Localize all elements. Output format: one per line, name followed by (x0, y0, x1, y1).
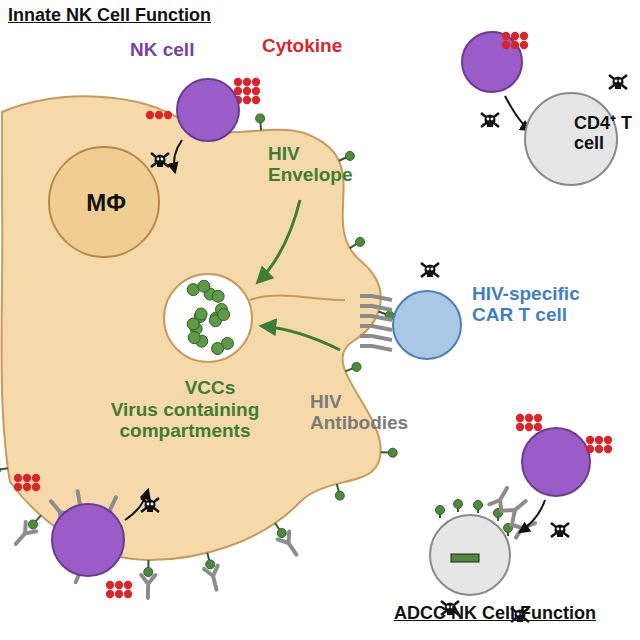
car-t-cell: HIV-specific CAR T cell (392, 290, 462, 360)
killing-arrow (174, 140, 182, 172)
cytokine-dot (155, 111, 163, 119)
car-receptor (360, 316, 392, 320)
cytokine-dot (234, 78, 242, 86)
cytokine-dot (520, 41, 528, 49)
skull-icon (481, 113, 499, 127)
cytokine-dot (516, 414, 524, 422)
uptake-arrow (258, 200, 300, 282)
cytokine-dot (243, 96, 251, 104)
cytokine-dot (23, 474, 31, 482)
cytokine-dot (502, 41, 510, 49)
skull-icon (421, 263, 439, 277)
cytokine-dot (252, 96, 260, 104)
cytokine-dot (164, 111, 172, 119)
vcc-label: VCCs (150, 378, 270, 399)
cytokine-dot (32, 483, 40, 491)
cytokine-dot (124, 581, 132, 589)
killing-arrow (520, 500, 545, 532)
car-receptor (360, 306, 392, 310)
provirus (451, 554, 479, 562)
cytokine-dot (115, 590, 123, 598)
cytokine-dot (604, 436, 612, 444)
cytokine-dot (106, 581, 114, 589)
car-receptor (360, 326, 392, 330)
cytokine-dot (115, 581, 123, 589)
nk-cell (522, 428, 590, 496)
cytokine-dot (243, 87, 251, 95)
cytokine-dot (124, 590, 132, 598)
cytokine-dot (595, 436, 603, 444)
car-receptor (360, 336, 392, 340)
nk-cell (462, 32, 522, 92)
cytokine-dot (14, 474, 22, 482)
cytokine-dot (23, 483, 31, 491)
cytokine-dot (534, 414, 542, 422)
cytokine-dot (252, 78, 260, 86)
cytokine-dot (243, 78, 251, 86)
car-receptor (360, 346, 392, 350)
cd4-t-cell: CD4⁺ T cell (524, 92, 618, 186)
cytokine-dot (520, 32, 528, 40)
cytokine-dot (502, 32, 510, 40)
cd4-t-cell (430, 515, 510, 595)
cytokine-dot (146, 111, 154, 119)
envelope-spikes (0, 114, 538, 598)
cytokine-dot (32, 474, 40, 482)
cytokine-dot (586, 436, 594, 444)
cell-label: NK cell (130, 40, 220, 61)
cell-label: CD4⁺ T cell (574, 114, 636, 154)
antibody-label: HIV Antibodies (310, 392, 410, 434)
skull-icon (151, 153, 169, 167)
uptake-arrow (262, 326, 340, 350)
cell-label: MΦ (50, 190, 162, 216)
section-title: Innate NK Cell Function (8, 6, 211, 26)
nk-cell: NK cell (176, 78, 240, 142)
cytokine-dot (586, 445, 594, 453)
virus-compartment (164, 274, 345, 362)
vcc-label: Virus containing compartments (100, 400, 270, 442)
cytokine-dot (525, 414, 533, 422)
cytokine-dot (14, 483, 22, 491)
cytokine-dot (516, 423, 524, 431)
cell-label: HIV-specific CAR T cell (472, 284, 622, 326)
cytokine-dot (604, 445, 612, 453)
envelope-label: HIV Envelope (268, 144, 368, 186)
cytokine-dot (252, 87, 260, 95)
nk-cell (52, 504, 124, 576)
cytokine-dot (106, 590, 114, 598)
cytokine-dot (511, 41, 519, 49)
skull-icon (551, 523, 569, 537)
killing-arrow (125, 490, 148, 520)
cytokine-label: Cytokine (262, 36, 372, 57)
cytokine-dot (511, 32, 519, 40)
car-receptor (360, 296, 392, 300)
cytokine-dot (595, 445, 603, 453)
cytokine-dot (525, 423, 533, 431)
cytokine-dot (534, 423, 542, 431)
skull-icon (609, 75, 627, 89)
section-title: ADCC NK Cell Function (394, 604, 634, 624)
nucleus: MΦ (48, 146, 160, 258)
macrophage-cell (2, 96, 381, 560)
